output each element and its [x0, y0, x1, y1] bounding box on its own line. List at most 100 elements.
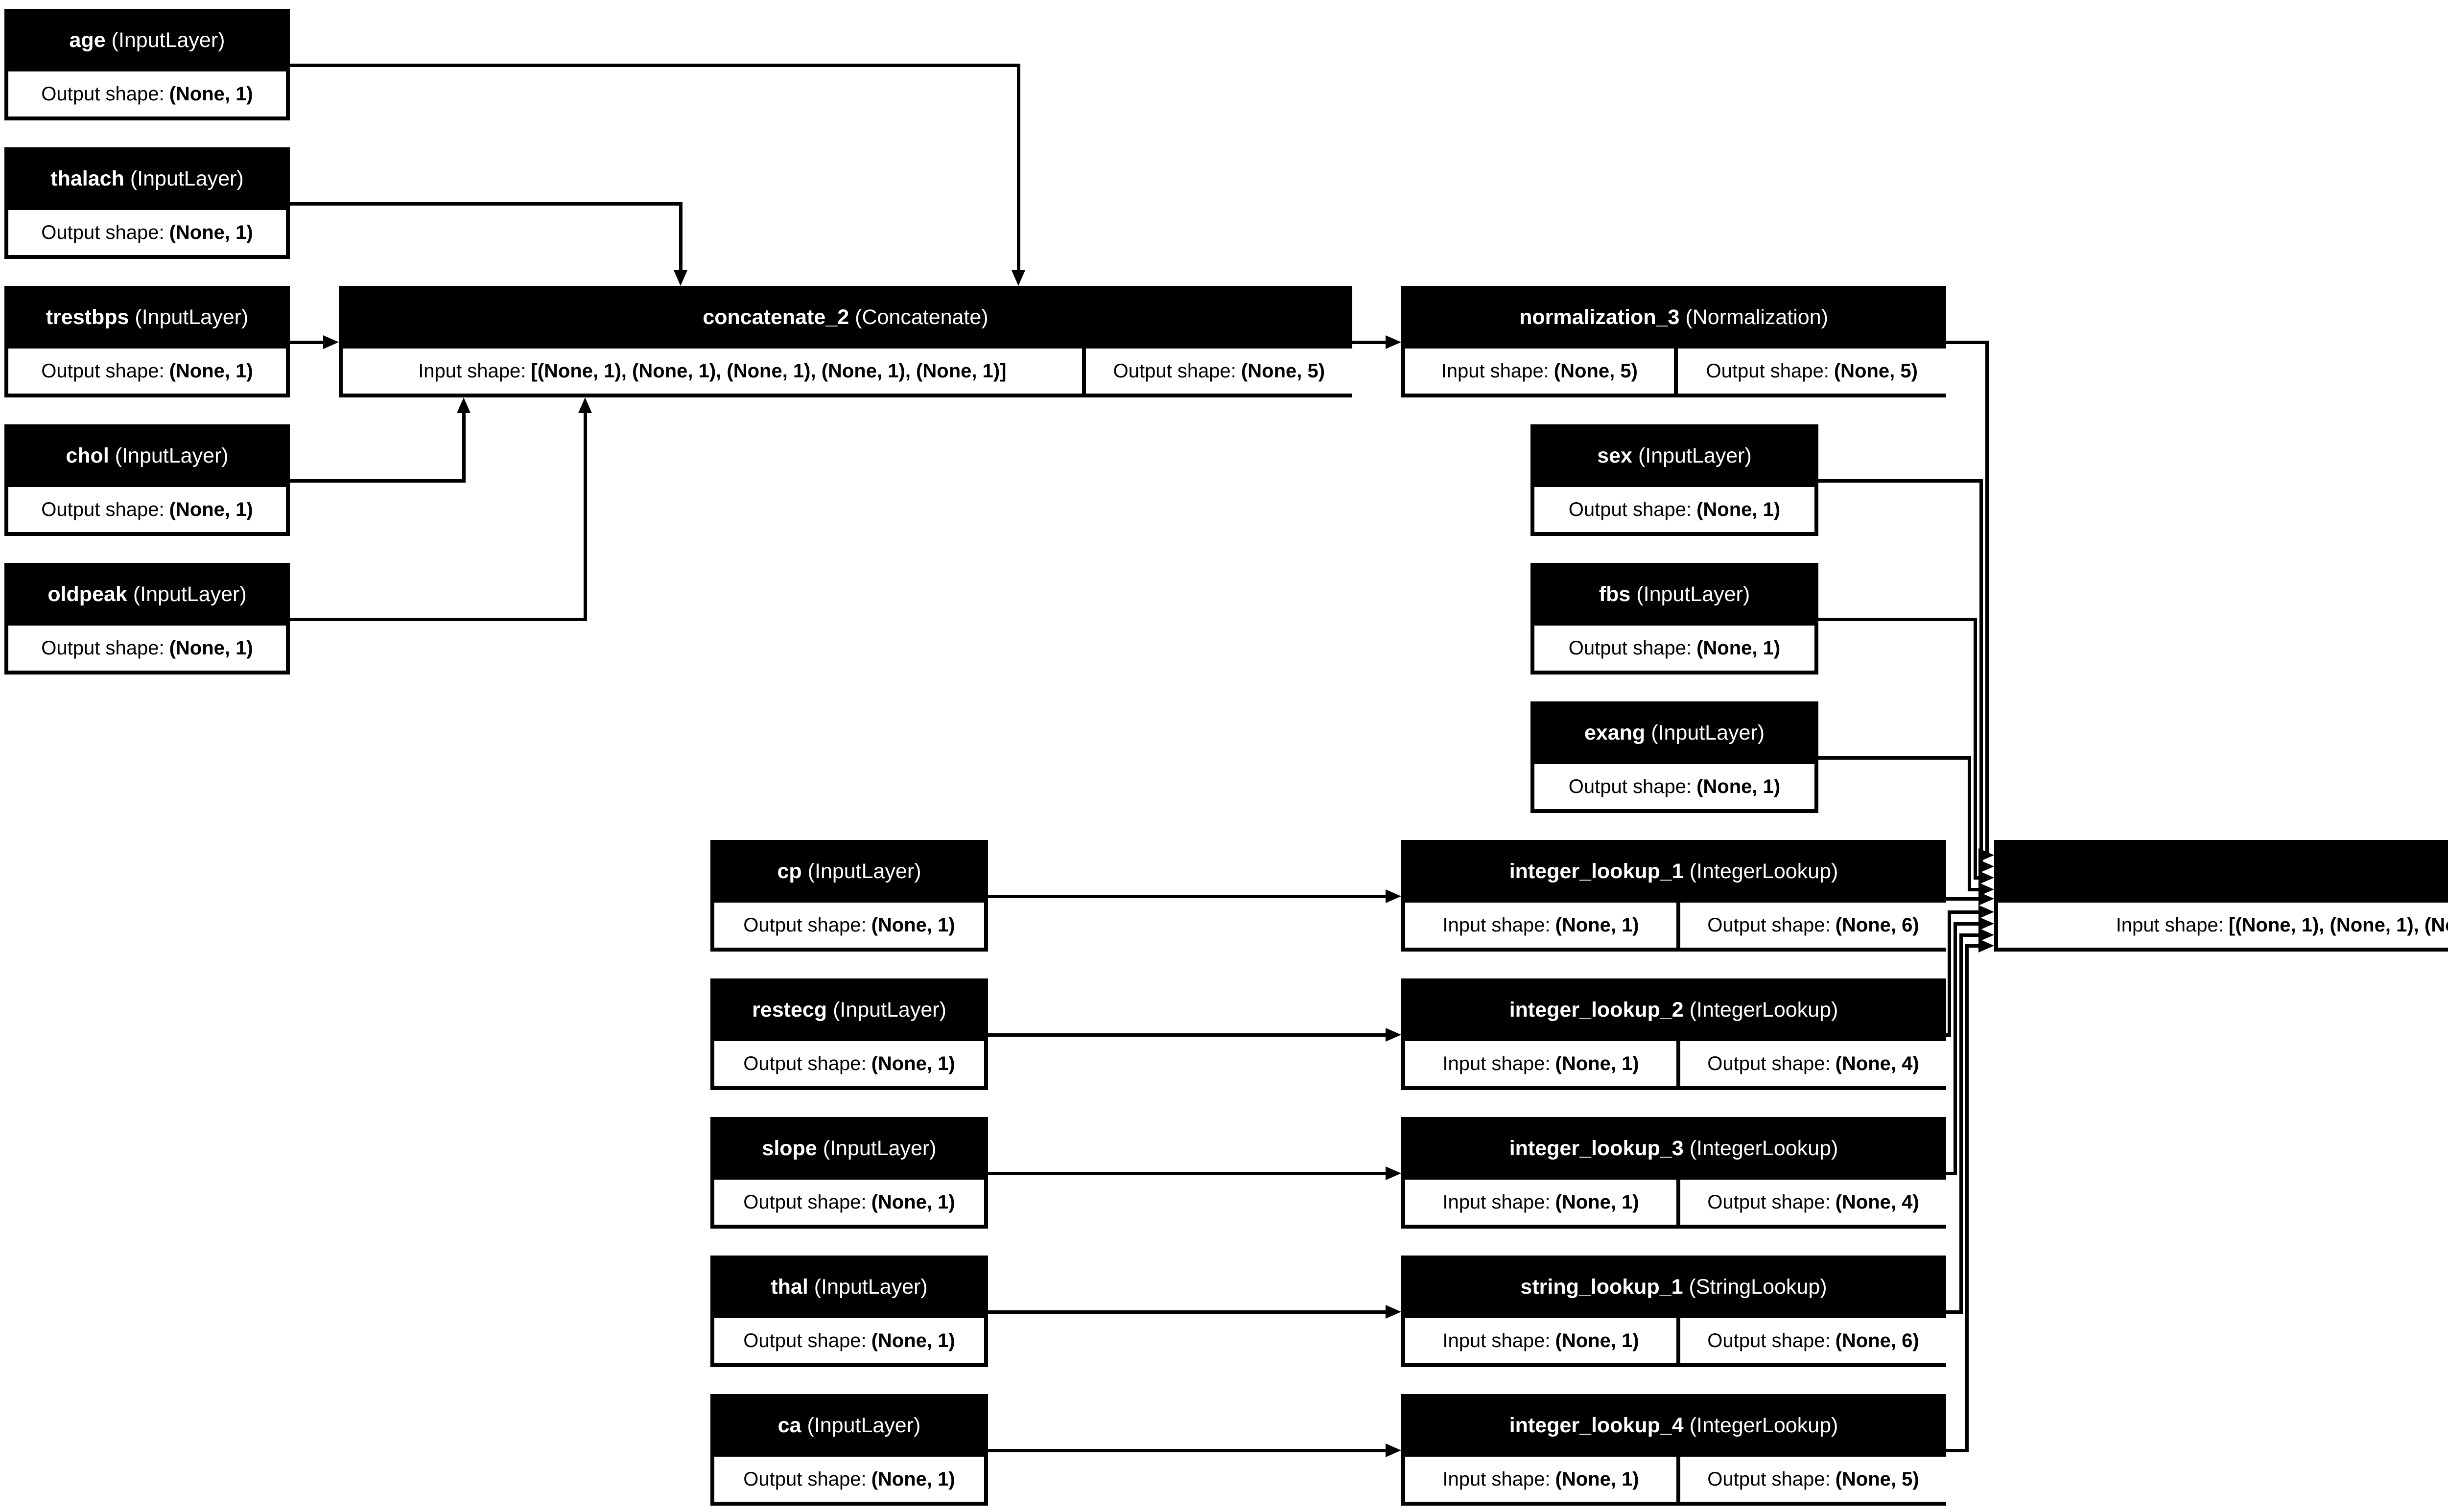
shape-value: (None, 5) [1241, 360, 1325, 382]
layer-type: (Normalization) [1685, 305, 1828, 329]
node-ca: ca(InputLayer) Output shape:(None, 1) [710, 1394, 988, 1506]
shape-value: (None, 1) [1696, 498, 1781, 520]
node-age: age(InputLayer) Output shape:(None, 1) [4, 9, 290, 120]
shape-cell: Output shape:(None, 1) [8, 487, 286, 532]
node-integer_lookup_2: integer_lookup_2(IntegerLookup)Input sha… [1401, 978, 1946, 1090]
node-header: normalization_3(Normalization) [1405, 290, 1942, 345]
node-concatenate_3: concatenate_3(Concatenate)Input shape:[(… [1994, 840, 2448, 952]
shape-cell: Output shape:(None, 5) [1085, 349, 1352, 394]
arrowhead-right-icon [1978, 892, 1994, 906]
node-header: sex(InputLayer) [1534, 428, 1814, 483]
edge-segment [1945, 1172, 1957, 1175]
node-header: concatenate_3(Concatenate) [1998, 844, 2448, 899]
shape-cell: Input shape:(None, 1) [1405, 903, 1676, 948]
shape-value: (None, 1) [1696, 775, 1781, 797]
shape-cell: Input shape:(None, 1) [1405, 1041, 1676, 1086]
shape-cell: Output shape:(None, 1) [714, 1041, 984, 1086]
shape-label: Input shape: [1442, 1052, 1551, 1074]
layer-name: fbs [1599, 582, 1631, 606]
shape-label: Output shape: [1707, 1191, 1831, 1213]
shape-label: Output shape: [41, 498, 165, 520]
shape-value: (None, 1) [871, 1468, 955, 1490]
node-body: Output shape:(None, 1) [714, 1318, 984, 1363]
arrowhead-right-icon [1386, 1166, 1401, 1180]
node-body: Output shape:(None, 1) [8, 626, 286, 671]
shape-label: Output shape: [41, 83, 165, 105]
edge-segment [288, 479, 466, 483]
node-body: Output shape:(None, 1) [8, 210, 286, 255]
edge-segment [1959, 933, 1963, 1314]
shape-label: Output shape: [1113, 360, 1236, 382]
node-header: string_lookup_1(StringLookup) [1405, 1259, 1942, 1314]
node-thalach: thalach(InputLayer)Output shape:(None, 1… [4, 147, 290, 259]
shape-label: Output shape: [41, 360, 165, 382]
node-body: Output shape:(None, 1) [714, 1457, 984, 1502]
node-slope: slope(InputLayer)Output shape:(None, 1) [710, 1117, 988, 1229]
edge-segment [1945, 897, 1983, 901]
layer-name: normalization_3 [1519, 305, 1680, 329]
node-body: Output shape:(None, 1) [1534, 764, 1814, 809]
shape-value: (None, 6) [1835, 1329, 1919, 1351]
node-header: trestbps(InputLayer) [8, 290, 286, 345]
edge-segment [1959, 933, 1983, 937]
node-body: Input shape:(None, 1)Output shape:(None,… [1405, 903, 1946, 948]
layer-type: (InputLayer) [111, 28, 225, 52]
layer-name: oldpeak [47, 582, 127, 606]
shape-label: Output shape: [1706, 360, 1829, 382]
shape-value: (None, 1) [169, 221, 253, 243]
edge-segment [1968, 756, 1971, 891]
edge-segment [1954, 922, 1983, 926]
node-header: slope(InputLayer) [714, 1121, 984, 1176]
node-body: Output shape:(None, 1) [1534, 626, 1814, 671]
node-thal: thal(InputLayer)Output shape:(None, 1) [710, 1256, 988, 1367]
arrowhead-up-icon [457, 397, 471, 413]
shape-value: [(None, 1), (None, 1), (None, 1), (None,… [2228, 914, 2448, 936]
node-integer_lookup_1: integer_lookup_1(IntegerLookup)Input sha… [1401, 840, 1946, 952]
layer-type: (InputLayer) [1636, 582, 1750, 606]
shape-label: Input shape: [1442, 1191, 1551, 1213]
node-body: Input shape:[(None, 1), (None, 1), (None… [1998, 903, 2448, 948]
shape-value: (None, 5) [1834, 360, 1918, 382]
layer-type: (InputLayer) [807, 1413, 921, 1437]
shape-label: Output shape: [1568, 637, 1692, 659]
layer-type: (InputLayer) [1651, 721, 1765, 744]
node-body: Input shape:(None, 5) Output shape:(None,… [1405, 349, 1946, 394]
edge-segment [288, 618, 587, 621]
node-body: Input shape:(None, 1)Output shape:(None,… [1405, 1041, 1946, 1086]
shape-value: (None, 1) [1555, 1191, 1639, 1213]
shape-cell: Output shape:(None, 1) [714, 1318, 984, 1363]
node-header: integer_lookup_2(IntegerLookup) [1405, 982, 1942, 1037]
edge-segment [288, 64, 1020, 67]
node-header: restecg(InputLayer) [714, 982, 984, 1037]
layer-name: slope [762, 1136, 817, 1160]
node-oldpeak: oldpeak(InputLayer)Output shape:(None, 1… [4, 563, 290, 675]
shape-label: Output shape: [743, 1191, 867, 1213]
shape-cell: Input shape:(None, 1) [1405, 1457, 1676, 1502]
shape-value: (None, 1) [169, 83, 253, 105]
node-header: thal(InputLayer) [714, 1259, 984, 1314]
layer-type: (IntegerLookup) [1689, 859, 1838, 883]
edge-segment [1965, 944, 1969, 1452]
node-restecg: restecg(InputLayer)Output shape:(None, 1… [710, 978, 988, 1090]
layer-name: concatenate_2 [703, 305, 849, 329]
node-body: Output shape:(None, 1) [8, 349, 286, 394]
node-integer_lookup_3: integer_lookup_3(IntegerLookup) Input sha… [1401, 1117, 1946, 1229]
shape-label: Output shape: [1568, 498, 1692, 520]
edge-segment [679, 202, 683, 275]
shape-label: Output shape: [1707, 1329, 1831, 1351]
node-header: age(InputLayer) [8, 13, 286, 68]
edge-segment [1817, 756, 1971, 760]
node-string_lookup_1: string_lookup_1(StringLookup)Input shape… [1401, 1256, 1946, 1367]
shape-cell: Input shape:(None, 5) [1405, 349, 1674, 394]
shape-label: Input shape: [1442, 914, 1551, 936]
node-body: Input shape:(None, 1)Output shape:(None,… [1405, 1318, 1946, 1363]
node-header: chol(InputLayer) [8, 428, 286, 483]
edge-segment [1017, 64, 1020, 275]
shape-label: Input shape: [418, 360, 526, 382]
node-header: integer_lookup_3(IntegerLookup) [1405, 1121, 1942, 1176]
edge-segment [288, 341, 328, 344]
layer-name: restecg [752, 998, 827, 1022]
layer-name: ca [777, 1413, 801, 1437]
edge-segment [987, 1172, 1390, 1175]
shape-label: Input shape: [2116, 914, 2224, 936]
